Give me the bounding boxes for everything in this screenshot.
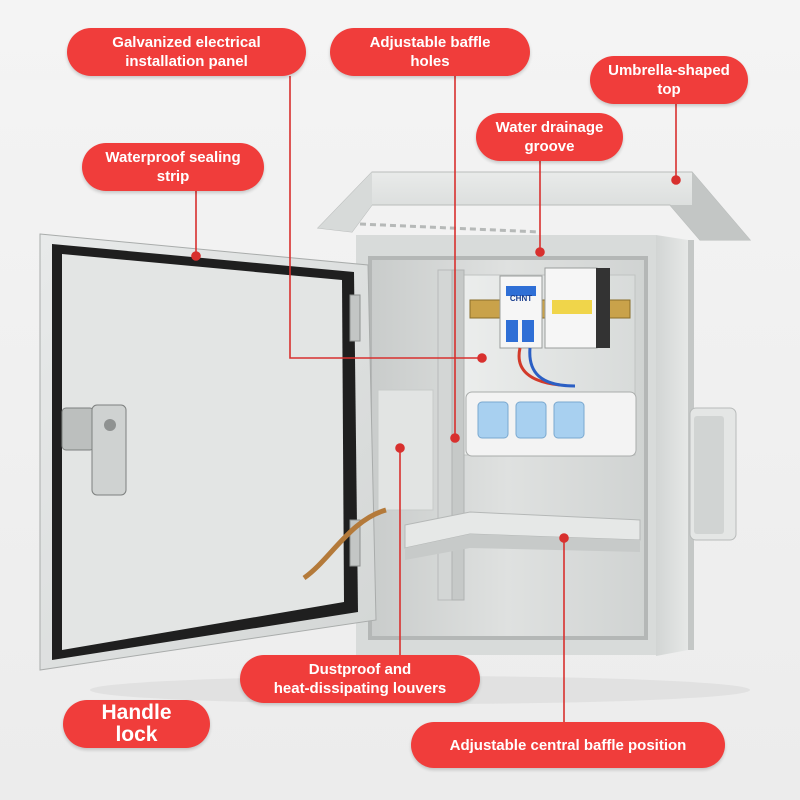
breaker-assembly xyxy=(469,267,631,388)
socket-strip xyxy=(465,391,637,457)
callout-umbrella-top: Umbrella-shaped top xyxy=(590,56,748,104)
central-baffle-shelf xyxy=(404,511,641,560)
leader-lines xyxy=(191,76,681,722)
callout-dustproof-louvers: Dustproof and heat-dissipating louvers xyxy=(240,655,480,703)
cabinet-door xyxy=(39,233,387,671)
breaker-brand-label: CHNT xyxy=(509,294,533,303)
umbrella-roof xyxy=(316,171,752,241)
callout-galvanized-panel: Galvanized electrical installation panel xyxy=(67,28,306,76)
callout-drainage-groove: Water drainage groove xyxy=(476,113,623,161)
callout-sealing-strip: Waterproof sealing strip xyxy=(82,143,264,191)
callout-central-baffle: Adjustable central baffle position xyxy=(411,722,725,768)
callout-baffle-holes: Adjustable baffle holes xyxy=(330,28,530,76)
callout-handle-lock: Handle lock xyxy=(63,700,210,748)
